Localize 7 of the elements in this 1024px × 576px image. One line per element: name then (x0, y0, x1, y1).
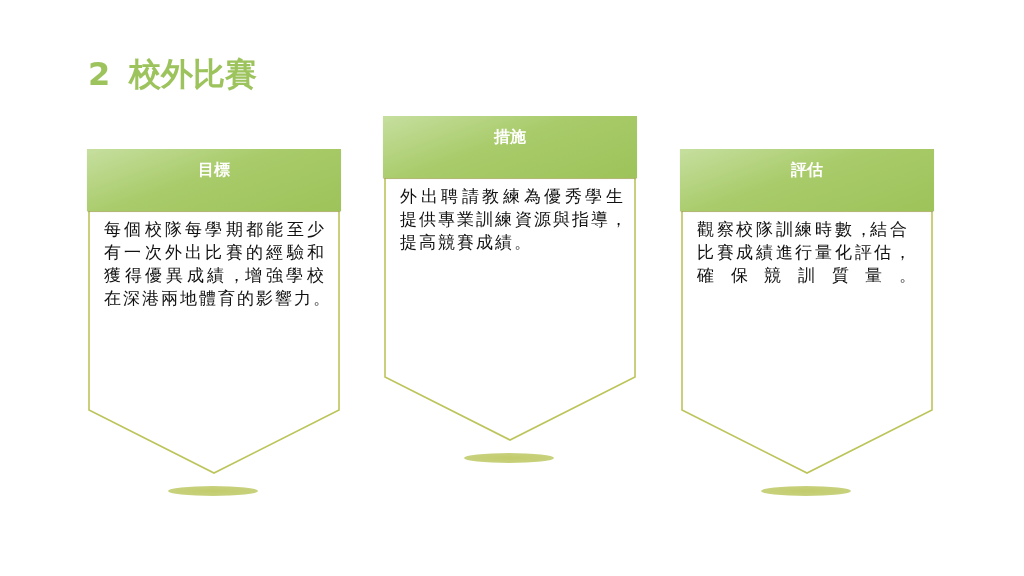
card-text: 外出聘請教練為優秀學生提供專業訓練資源與指導，提高競賽成績。 (400, 185, 625, 254)
slide-title: 2 校外比賽 (88, 54, 258, 94)
card-header: 評估 (680, 149, 934, 211)
card-header: 措施 (383, 116, 637, 178)
card-text: 觀察校隊訓練時數，結合比賽成績進行量化評估，確保競訓質量。 (697, 218, 909, 287)
card-text: 每個校隊每學期都能至少有一次外出比賽的經驗和獲得優異成績，增強學校在深港兩地體育的影響力。 (104, 218, 326, 310)
card-header: 目標 (87, 149, 341, 211)
